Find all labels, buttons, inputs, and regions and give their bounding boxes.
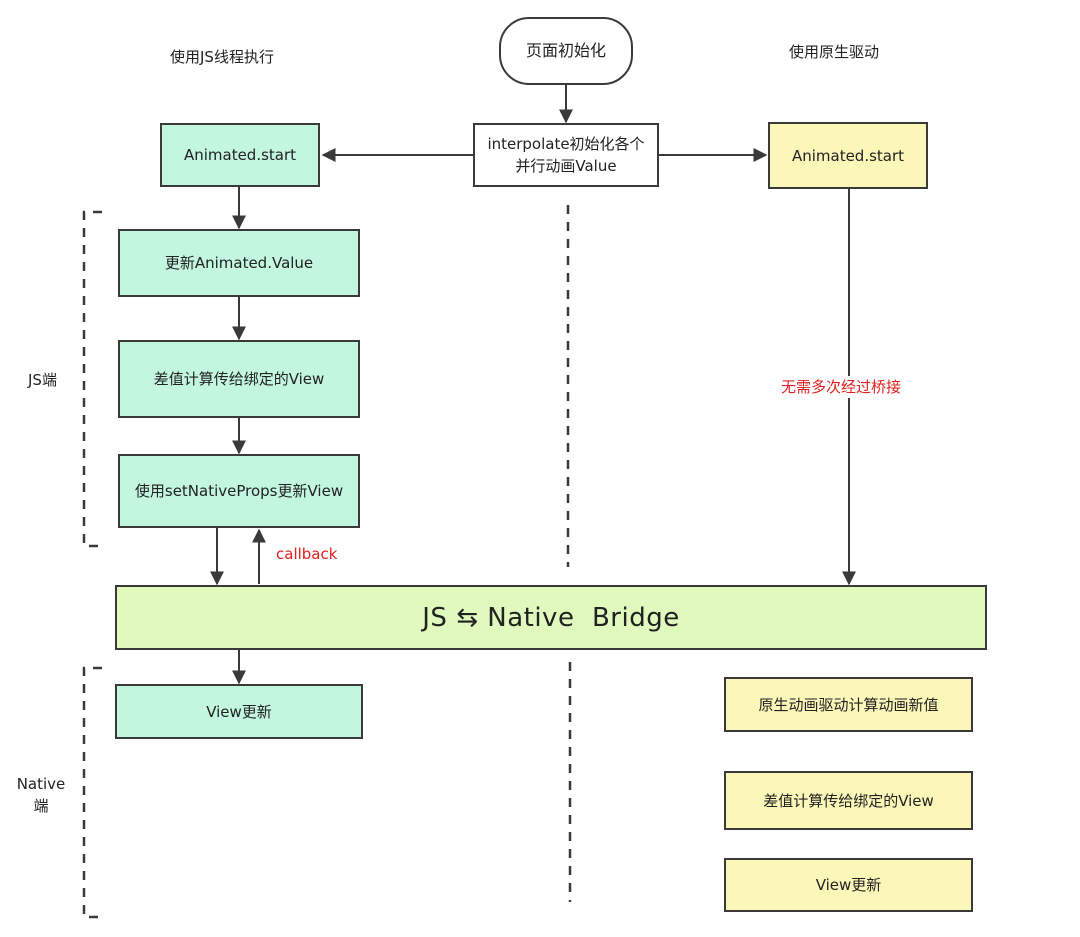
native-side-label: Native 端 <box>16 775 66 815</box>
right-animated-start-node: Animated.start <box>768 122 928 189</box>
left-interpolate-node: 差值计算传给绑定的View <box>118 340 360 418</box>
update-value-label: 更新Animated.Value <box>164 254 314 272</box>
init-node-label: interpolate初始化各个并行动画Value <box>487 135 645 175</box>
set-native-props-node: 使用setNativeProps更新View <box>118 454 360 528</box>
right-interpolate-node: 差值计算传给绑定的View <box>724 771 973 830</box>
no-bridge-label: 无需多次经过桥接 <box>779 376 904 398</box>
left-view-update-node: View更新 <box>115 684 363 739</box>
callback-label: callback <box>276 545 338 563</box>
left-view-update-label: View更新 <box>206 702 272 721</box>
left-animated-start-label: Animated.start <box>183 146 297 164</box>
init-node: interpolate初始化各个并行动画Value <box>473 123 659 187</box>
js-side-label: JS端 <box>28 371 57 389</box>
bridge-label: JS ⇆ Native Bridge <box>422 602 680 633</box>
right-column-title: 使用原生驱动 <box>789 43 880 61</box>
right-animated-start-label: Animated.start <box>791 146 905 165</box>
start-node-label: 页面初始化 <box>525 41 606 60</box>
left-column-title: 使用JS线程执行 <box>170 48 274 66</box>
native-compute-node: 原生动画驱动计算动画新值 <box>724 677 973 732</box>
left-interpolate-label: 差值计算传给绑定的View <box>153 370 325 388</box>
set-native-props-label: 使用setNativeProps更新View <box>134 482 344 500</box>
js-native-bridge: JS ⇆ Native Bridge <box>115 585 987 650</box>
left-animated-start-node: Animated.start <box>160 123 320 187</box>
native-side-bracket <box>82 666 102 919</box>
js-side-bracket <box>82 210 102 548</box>
right-view-update-node: View更新 <box>724 858 973 912</box>
update-value-node: 更新Animated.Value <box>118 229 360 297</box>
start-node: 页面初始化 <box>499 17 633 85</box>
right-interpolate-label: 差值计算传给绑定的View <box>763 791 934 810</box>
native-compute-label: 原生动画驱动计算动画新值 <box>758 695 939 714</box>
right-view-update-label: View更新 <box>815 876 882 894</box>
